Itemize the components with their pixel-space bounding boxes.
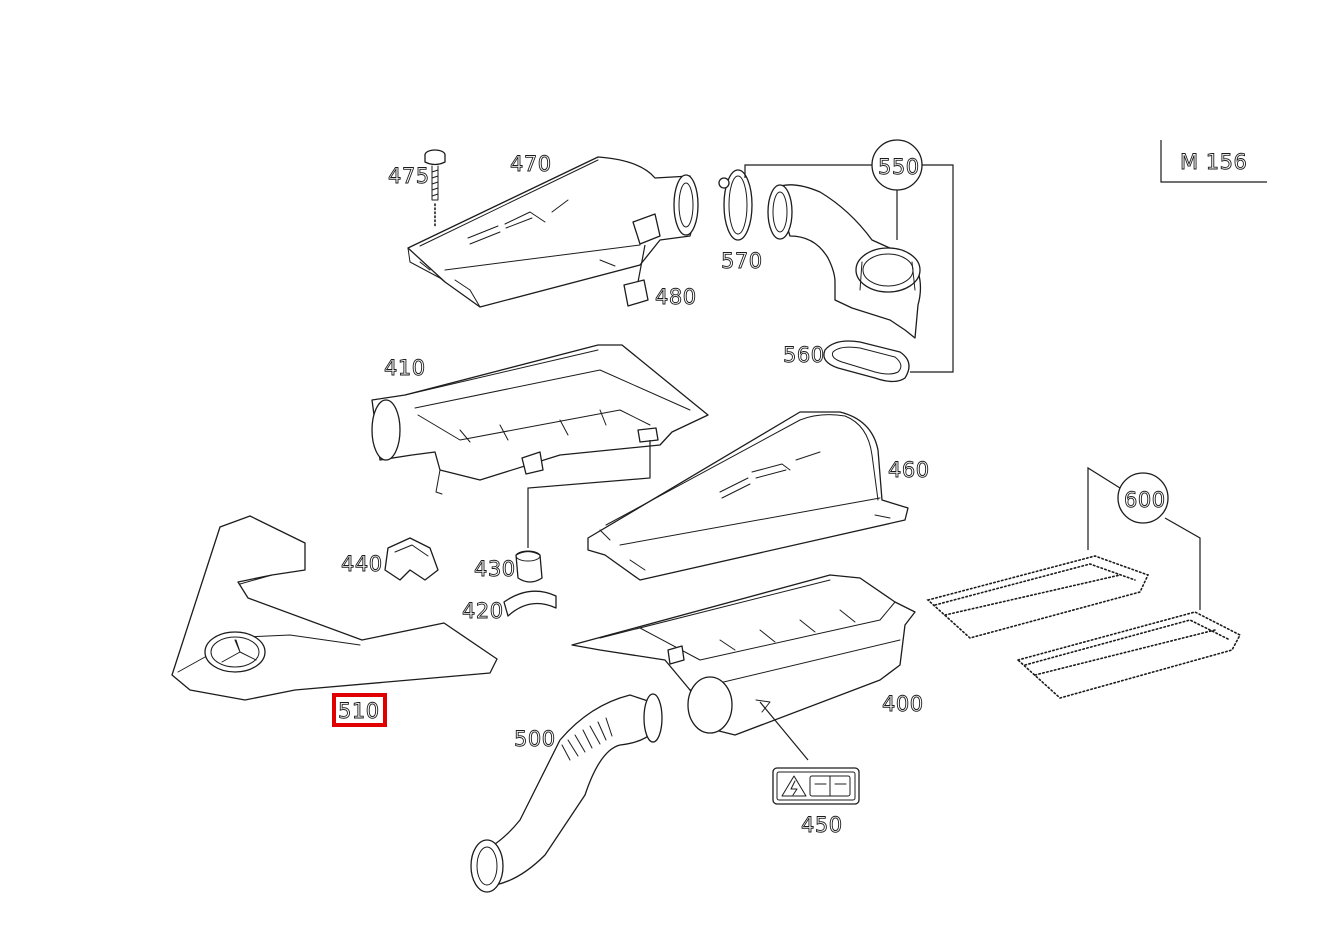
callout-600: 600 <box>1117 472 1169 524</box>
label-500: 500 <box>514 727 556 751</box>
label-450: 450 <box>801 813 843 837</box>
label-460: 460 <box>888 458 930 482</box>
label-440: 440 <box>341 552 383 576</box>
screw-475[interactable] <box>424 149 446 227</box>
label-480: 480 <box>655 285 697 309</box>
intake-hose-500[interactable] <box>470 693 663 893</box>
callout-550: 550 <box>871 139 923 191</box>
upper-housing-410[interactable] <box>371 344 709 495</box>
clamp-570[interactable] <box>718 169 753 241</box>
label-550: 550 <box>878 155 920 179</box>
label-430: 430 <box>474 557 516 581</box>
label-510: 510 <box>338 699 380 723</box>
intake-elbow-550[interactable] <box>767 184 922 339</box>
gasket-560[interactable] <box>823 340 910 383</box>
grommet-430[interactable] <box>515 550 543 583</box>
engine-code-box: M 156 <box>1160 140 1267 183</box>
label-470: 470 <box>510 152 552 176</box>
engine-code-label: M 156 <box>1180 150 1247 174</box>
warning-label-450[interactable] <box>772 767 860 805</box>
label-410: 410 <box>384 356 426 380</box>
pad-480[interactable] <box>623 244 649 307</box>
clip-440[interactable] <box>384 537 439 581</box>
callout-510[interactable]: 510 <box>332 693 387 727</box>
lower-cover-460[interactable] <box>587 411 909 581</box>
label-570: 570 <box>721 249 763 273</box>
label-420: 420 <box>462 599 504 623</box>
lower-housing-400[interactable] <box>571 574 916 761</box>
label-600: 600 <box>1124 488 1166 512</box>
label-400: 400 <box>882 692 924 716</box>
housing-cover-470[interactable] <box>407 156 699 308</box>
engine-cover-510[interactable] <box>171 515 498 701</box>
label-560: 560 <box>783 343 825 367</box>
label-475: 475 <box>388 164 430 188</box>
band-420[interactable] <box>503 590 557 617</box>
air-filters-600[interactable] <box>926 466 1242 699</box>
